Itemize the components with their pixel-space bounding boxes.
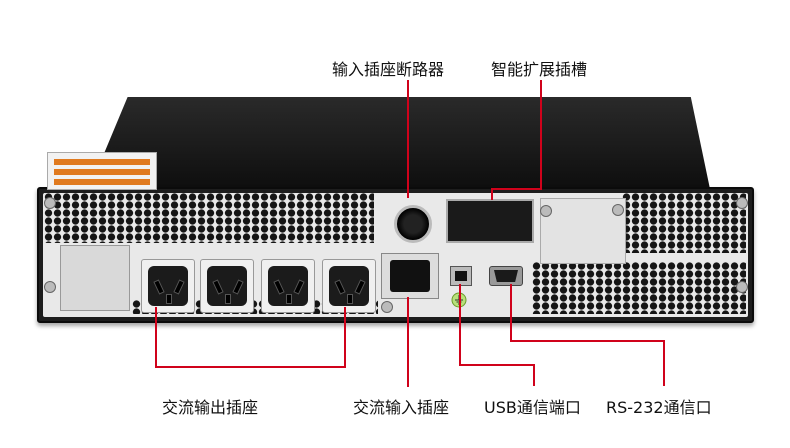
screw <box>540 205 552 217</box>
screw <box>612 204 624 216</box>
leader-breaker-v <box>407 80 409 198</box>
label-input-breaker: 输入插座断路器 <box>332 60 445 79</box>
vent-right-lower <box>532 262 746 314</box>
leader-usb-v2 <box>533 364 535 386</box>
screw <box>736 197 748 209</box>
label-smart-slot: 智能扩展插槽 <box>491 60 588 79</box>
leader-usb-h <box>459 364 535 366</box>
label-rs232-port: RS-232通信口 <box>606 398 712 417</box>
vent-left <box>44 193 374 243</box>
ac-outlet <box>141 259 195 313</box>
leader-rs232-v <box>510 284 512 342</box>
leader-rs232-h <box>510 340 665 342</box>
label-ac-input: 交流输入插座 <box>353 398 450 417</box>
screw <box>44 197 56 209</box>
left-cover-plate <box>60 245 130 311</box>
leader-usb-v <box>459 284 461 366</box>
ac-outlet <box>322 259 376 313</box>
leader-slot-v <box>540 80 542 190</box>
ac-input-socket <box>381 253 439 299</box>
leader-slot-h <box>491 188 542 190</box>
leader-output-v <box>155 307 157 368</box>
leader-rs232-v2 <box>663 340 665 386</box>
leader-output-v2 <box>344 307 346 368</box>
screw <box>736 281 748 293</box>
ups-top-face <box>89 97 710 189</box>
warning-label <box>47 152 157 190</box>
screw <box>381 301 393 313</box>
usb-port-icon <box>450 266 472 286</box>
label-usb-port: USB通信端口 <box>484 398 581 417</box>
ac-outlet <box>200 259 254 313</box>
db9-serial-port-icon <box>489 266 523 286</box>
ac-outlet <box>261 259 315 313</box>
leader-slot-drop <box>491 188 493 200</box>
expansion-cover-plate <box>540 198 626 264</box>
smart-expansion-slot <box>446 199 534 243</box>
leader-input-v <box>407 297 409 387</box>
label-ac-output: 交流输出插座 <box>162 398 259 417</box>
screw <box>44 281 56 293</box>
circuit-breaker-knob-icon <box>394 205 432 243</box>
vent-right-upper <box>622 193 746 253</box>
leader-output-h <box>155 366 346 368</box>
